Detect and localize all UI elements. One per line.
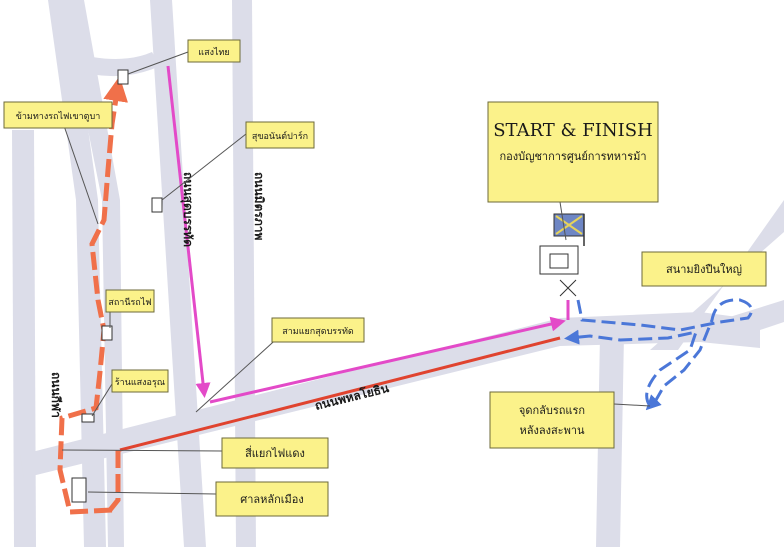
route-blue-out — [576, 298, 754, 411]
label-start-finish-sub: กองบัญชาการศูนย์การทหารม้า — [499, 150, 646, 163]
building-icon — [71, 477, 87, 503]
start-finish-inner — [549, 253, 569, 269]
route-pink-main — [209, 316, 566, 404]
callout-red-light: สี่แยกไฟแดง — [221, 437, 329, 469]
route-red — [119, 336, 561, 452]
building-icon — [151, 197, 163, 213]
road-right-exit — [720, 300, 784, 340]
flag-icon — [553, 213, 585, 246]
label-u-turn-line2: หลังลงสะพาน — [519, 424, 585, 437]
label-saeng-thai: แสงไทย — [198, 47, 229, 58]
building-icon — [117, 69, 129, 85]
route-pink-down — [166, 65, 211, 398]
callout-shooting-range: สนามยิงปืนใหญ่ — [641, 251, 767, 287]
road-left-vertical — [12, 130, 36, 547]
callout-station: สถานีรถไฟ — [105, 289, 155, 313]
label-start-finish-title: START & FINISH — [493, 120, 653, 141]
landmarks — [71, 69, 579, 503]
road-kiha — [48, 0, 106, 547]
building-icon — [101, 325, 113, 341]
callout-suan-park: สุขอนันต์ปาร์ก — [245, 121, 315, 149]
route-orange-south — [108, 450, 121, 512]
route-pink — [166, 65, 570, 404]
start-finish-x — [559, 279, 577, 297]
road-phahonyothin — [20, 312, 760, 478]
road-name-mittraphap: ถนนมิตรภาพ — [252, 172, 266, 240]
label-saeng-arun: ร้านแสงอรุณ — [115, 377, 165, 388]
label-suan-park: สุขอนันต์ปาร์ก — [252, 130, 308, 142]
label-shooting-range: สนามยิงปืนใหญ่ — [666, 263, 742, 276]
label-red-light: สี่แยกไฟแดง — [245, 445, 305, 460]
callout-u-turn: จุดกลับรถแรก หลังลงสะพาน — [489, 391, 615, 449]
callout-start-finish: START & FINISH กองบัญชาการศูนย์การทหารม้… — [487, 101, 659, 203]
callout-junction: สามแยกสุดบรรทัด — [271, 317, 365, 343]
road-top-connector — [70, 52, 160, 77]
route-blue — [564, 298, 754, 411]
road-sudbanthat — [150, 0, 206, 547]
label-station: สถานีรถไฟ — [108, 297, 151, 308]
label-city-pillar: ศาลหลักเมือง — [240, 493, 304, 506]
building-icon — [81, 413, 95, 423]
callout-saeng-thai: แสงไทย — [187, 39, 241, 63]
route-red-main — [119, 336, 561, 452]
road-name-kiha: ถนนกีฬา — [49, 372, 63, 418]
label-u-turn-line1: จุดกลับรถแรก — [519, 404, 585, 417]
callout-rail-crossing: ข้ามทางรถไฟเขาตูบา — [3, 101, 113, 129]
callout-saeng-arun: ร้านแสงอรุณ — [111, 369, 169, 393]
road-name-sudbanthat: ถนนสุดบรรทัด — [180, 172, 195, 247]
label-rail-crossing: ข้ามทางรถไฟเขาตูบา — [16, 111, 101, 122]
leader-lines — [61, 51, 651, 495]
route-blue-loop — [564, 329, 699, 407]
label-junction: สามแยกสุดบรรทัด — [282, 327, 354, 337]
callout-city-pillar: ศาลหลักเมือง — [215, 481, 329, 517]
